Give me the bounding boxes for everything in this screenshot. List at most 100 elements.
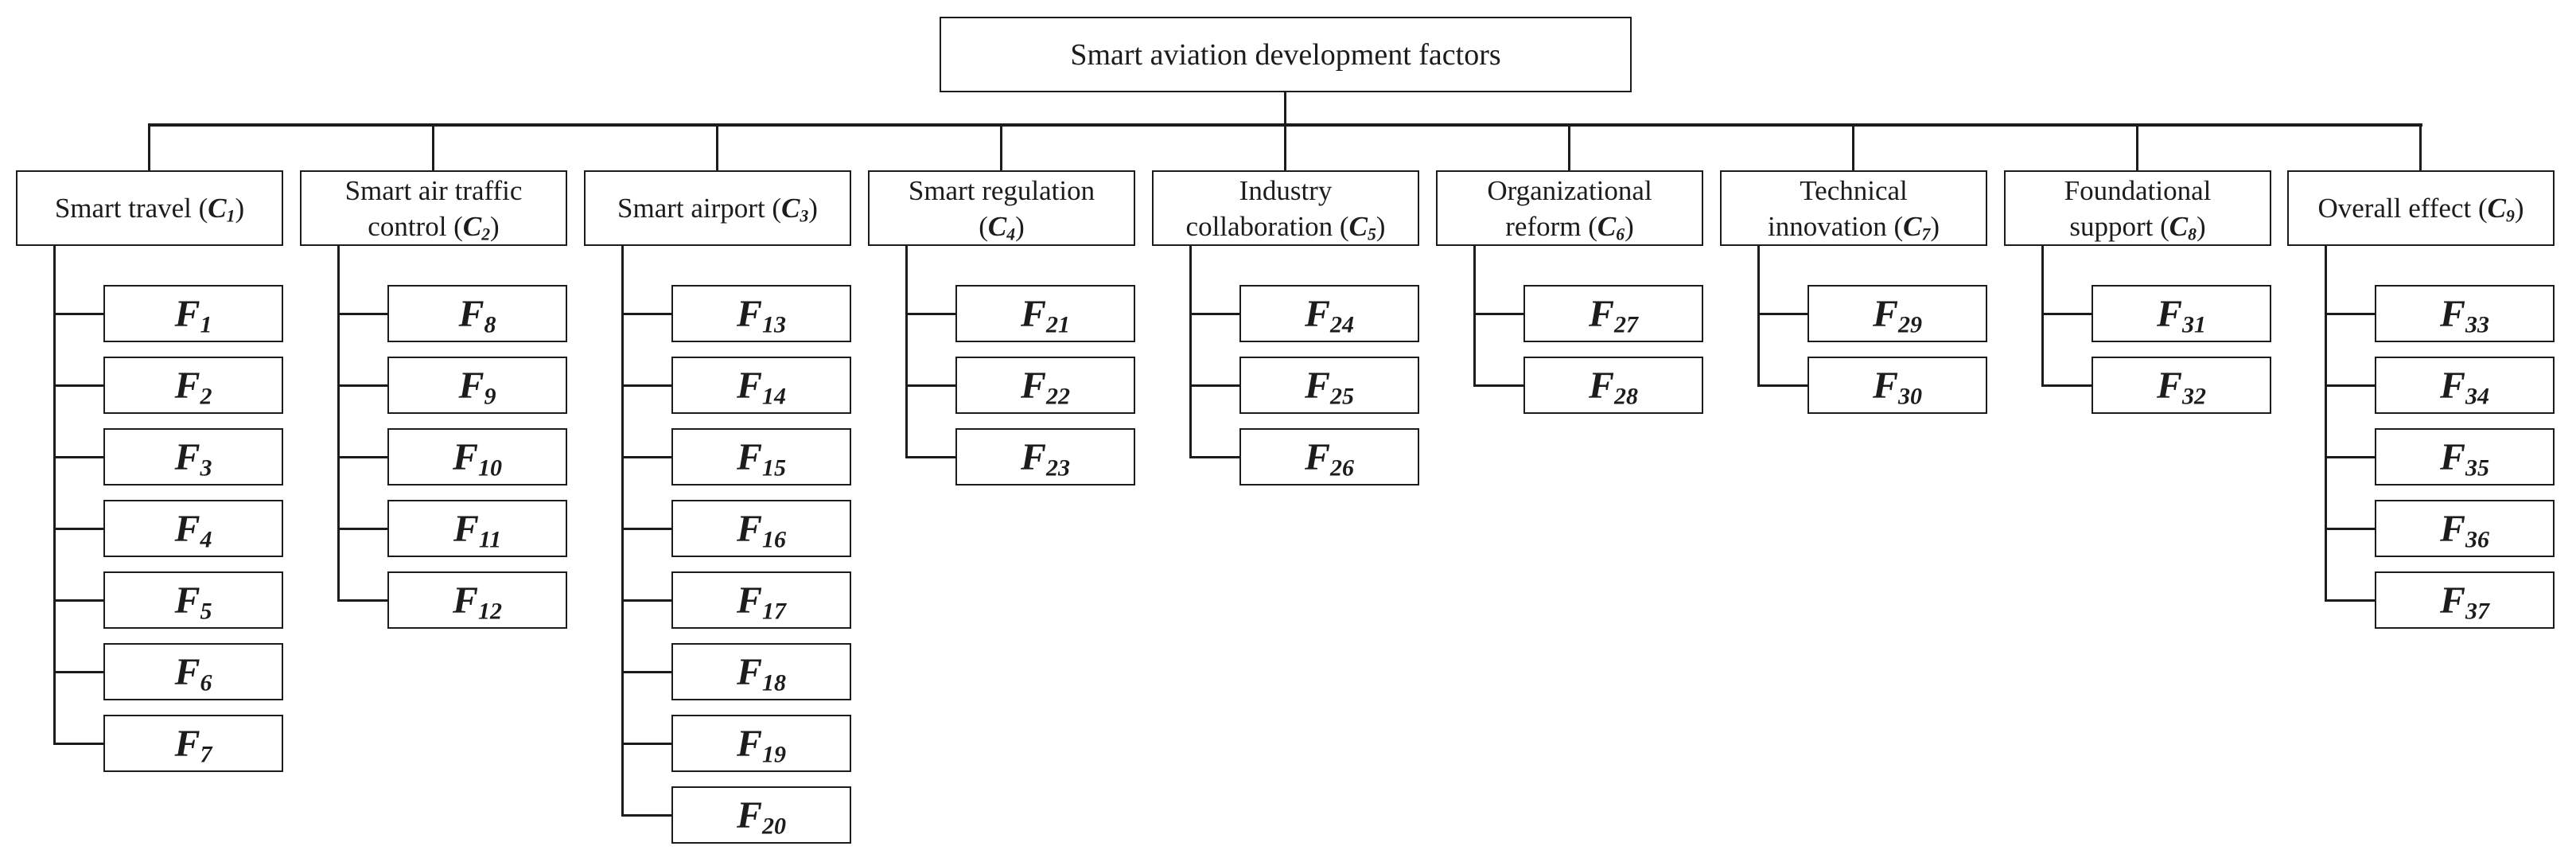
connector-vertical-c1 (53, 246, 56, 745)
category-label-c6-line2: reform (C6) (1505, 210, 1634, 244)
category-label-c5-line2: collaboration (C5) (1185, 210, 1386, 244)
category-label-c2-line2: control (C2) (368, 210, 500, 244)
connector-stub-f9 (337, 384, 387, 387)
connector-stub-f19 (621, 743, 671, 745)
factor-box-f5: F5 (103, 571, 283, 629)
category-label-c1: Smart travel (C1) (54, 193, 245, 226)
connector-stub-f16 (621, 528, 671, 530)
connector-stub-f29 (1757, 313, 1807, 315)
connector-vertical-c4 (905, 246, 908, 458)
column-foundational-support: Foundational support (C8) F31 F32 (2004, 0, 2271, 854)
factor-box-f18: F18 (671, 643, 851, 700)
factor-box-f37: F37 (2375, 571, 2555, 629)
category-label-c3: Smart airport (C3) (617, 193, 818, 226)
connector-drop-c2 (432, 125, 434, 170)
connector-stub-f32 (2041, 384, 2092, 387)
factor-box-f36: F36 (2375, 500, 2555, 557)
factor-box-f3: F3 (103, 428, 283, 485)
factor-box-f10: F10 (387, 428, 567, 485)
connector-drop-c6 (1568, 125, 1570, 170)
connector-stub-f27 (1473, 313, 1523, 315)
connector-stub-f25 (1189, 384, 1239, 387)
factor-box-f23: F23 (955, 428, 1135, 485)
connector-stub-f34 (2325, 384, 2375, 387)
connector-stub-f33 (2325, 313, 2375, 315)
connector-drop-c4 (1000, 125, 1002, 170)
connector-stub-f10 (337, 456, 387, 458)
factor-box-f14: F14 (671, 357, 851, 414)
factor-box-f27: F27 (1523, 285, 1703, 342)
connector-stub-f3 (53, 456, 103, 458)
category-box-c7: Technical innovation (C7) (1720, 170, 1987, 246)
category-box-c6: Organizational reform (C6) (1436, 170, 1703, 246)
factor-box-f22: F22 (955, 357, 1135, 414)
factor-box-f4: F4 (103, 500, 283, 557)
connector-drop-c7 (1852, 125, 1854, 170)
connector-stub-f5 (53, 599, 103, 602)
column-organizational-reform: Organizational reform (C6) F27 F28 (1436, 0, 1703, 854)
connector-stub-f31 (2041, 313, 2092, 315)
factor-box-f34: F34 (2375, 357, 2555, 414)
factor-box-f25: F25 (1239, 357, 1419, 414)
connector-stub-f18 (621, 671, 671, 673)
connector-stub-f37 (2325, 599, 2375, 602)
factor-box-f20: F20 (671, 786, 851, 844)
factor-box-f1: F1 (103, 285, 283, 342)
connector-vertical-c2 (337, 246, 340, 602)
factor-box-f2: F2 (103, 357, 283, 414)
connector-stub-f14 (621, 384, 671, 387)
category-box-c9: Overall effect (C9) (2287, 170, 2555, 246)
category-label-c8-line1: Foundational (2064, 174, 2212, 206)
category-box-c8: Foundational support (C8) (2004, 170, 2271, 246)
factor-box-f33: F33 (2375, 285, 2555, 342)
factor-box-f31: F31 (2092, 285, 2271, 342)
connector-vertical-c3 (621, 246, 624, 817)
connector-stub-f35 (2325, 456, 2375, 458)
category-label-c4-line1: Smart regulation (908, 174, 1095, 206)
factor-box-f6: F6 (103, 643, 283, 700)
category-box-c2: Smart air traffic control (C2) (300, 170, 567, 246)
root-box: Smart aviation development factors (940, 17, 1632, 92)
factor-box-f11: F11 (387, 500, 567, 557)
factor-box-f7: F7 (103, 715, 283, 772)
connector-vertical-c9 (2325, 246, 2327, 602)
factor-box-f9: F9 (387, 357, 567, 414)
column-smart-regulation: Smart regulation (C4) F21 F22 F23 (868, 0, 1135, 854)
category-label-c7-line2: innovation (C7) (1768, 210, 1940, 244)
connector-stub-f28 (1473, 384, 1523, 387)
factor-box-f13: F13 (671, 285, 851, 342)
column-industry-collaboration: Industry collaboration (C5) F24 F25 F26 (1152, 0, 1419, 854)
connector-stub-f22 (905, 384, 955, 387)
connector-stub-f12 (337, 599, 387, 602)
connector-stub-f20 (621, 814, 671, 817)
category-box-c5: Industry collaboration (C5) (1152, 170, 1419, 246)
connector-stub-f21 (905, 313, 955, 315)
connector-stub-f30 (1757, 384, 1807, 387)
category-label-c7-line1: Technical (1800, 174, 1908, 206)
connector-stub-f11 (337, 528, 387, 530)
connector-stub-f17 (621, 599, 671, 602)
factor-box-f30: F30 (1807, 357, 1987, 414)
factor-box-f29: F29 (1807, 285, 1987, 342)
connector-stub-f13 (621, 313, 671, 315)
connector-vertical-c7 (1757, 246, 1760, 387)
factor-box-f35: F35 (2375, 428, 2555, 485)
factor-box-f12: F12 (387, 571, 567, 629)
connector-vertical-c6 (1473, 246, 1476, 387)
connector-stub-f7 (53, 743, 103, 745)
column-technical-innovation: Technical innovation (C7) F29 F30 (1720, 0, 1987, 854)
factor-box-f16: F16 (671, 500, 851, 557)
connector-vertical-c8 (2041, 246, 2044, 387)
category-label-c8-line2: support (C8) (2069, 210, 2206, 244)
column-smart-travel: Smart travel (C1) F1 F2 F3 F4 F5 F6 F7 (16, 0, 283, 854)
connector-drop-c1 (148, 125, 150, 170)
connector-stub-f2 (53, 384, 103, 387)
connector-stub-f36 (2325, 528, 2375, 530)
connector-vertical-c5 (1189, 246, 1192, 458)
factor-box-f8: F8 (387, 285, 567, 342)
factor-box-f26: F26 (1239, 428, 1419, 485)
category-box-c1: Smart travel (C1) (16, 170, 283, 246)
connector-drop-c9 (2419, 125, 2422, 170)
connector-drop-c5 (1284, 125, 1286, 170)
factor-box-f28: F28 (1523, 357, 1703, 414)
